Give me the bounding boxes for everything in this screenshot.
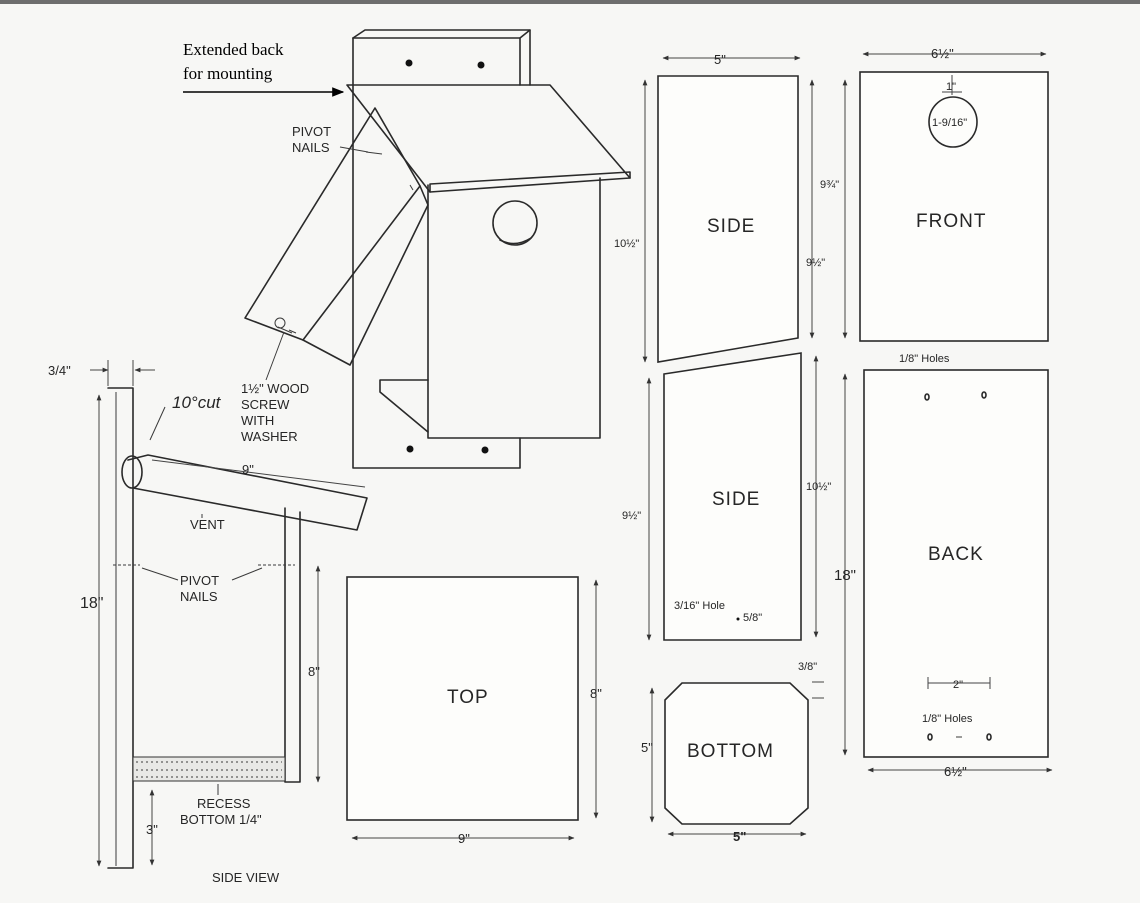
front-width-dim: 6½" [931, 46, 954, 61]
callout-line-1: Extended back [183, 40, 284, 59]
side1-left-dim: 10½" [614, 238, 639, 250]
screw-leader [265, 331, 285, 381]
top-panel-label: TOP [447, 687, 489, 708]
top-panel [346, 576, 599, 841]
back-panel-label: BACK [928, 544, 984, 565]
screw-label-4: WASHER [241, 429, 298, 444]
top-height-dim: 8" [590, 686, 602, 701]
side2-hole-label: 3/16" Hole [674, 600, 725, 612]
screw-label-3: WITH [241, 413, 274, 428]
side2-right-dim: 10½" [806, 481, 831, 493]
front-entrance-hole [928, 96, 978, 148]
recessed-bottom [132, 756, 286, 782]
back-height-dim: 18" [834, 567, 856, 584]
side1-label: SIDE [707, 216, 755, 237]
side-panels [642, 55, 848, 641]
screw-label-1: 1½" WOOD [241, 381, 309, 396]
top-width-dim: 9" [458, 831, 470, 846]
bottom-offset-dim: 3" [146, 822, 158, 837]
front-panel-label: FRONT [916, 211, 986, 232]
vent-cut [121, 455, 143, 489]
recess-label-2: BOTTOM 1/4" [180, 812, 262, 827]
vent-label: VENT [190, 517, 225, 532]
side-pivot-label-2: NAILS [180, 589, 218, 604]
side-pivot-label-1: PIVOT [180, 573, 219, 588]
bottom-panel [649, 681, 824, 837]
callout-line-2: for mounting [183, 64, 273, 83]
bottom-corner-dim: 3/8" [798, 661, 817, 673]
bottom-height-dim: 5" [641, 740, 653, 755]
cut-angle-label: 10°cut [172, 393, 222, 412]
back-hole-spacing: 2" [953, 679, 963, 691]
mounting-hole-top-right [477, 61, 485, 69]
back-width-dim: 6½" [944, 764, 967, 779]
entrance-hole [492, 200, 538, 246]
back-panel [842, 369, 1053, 773]
iso-pivot-leader [339, 146, 369, 153]
back-holes-bottom-label: 1/8" Holes [922, 713, 973, 725]
front-hole-diameter: 1-9/16" [932, 117, 967, 129]
side1-right-dim-a: 9¾" [820, 179, 839, 191]
side-height-dim: 18" [80, 595, 103, 612]
side2-hole-pos: 5/8" [743, 612, 762, 624]
screw-label-2: SCREW [241, 397, 290, 412]
recess-label-1: RECESS [197, 796, 251, 811]
iso-pivot-label-1: PIVOT [292, 124, 331, 139]
front-hole-offset: 1" [946, 81, 956, 93]
side-width-dim: 5" [714, 52, 726, 67]
side-thickness-dim: 3/4" [48, 363, 71, 378]
mounting-hole-bottom-left [406, 445, 414, 453]
side2-left-dim: 9½" [622, 510, 641, 522]
bottom-width-dim: 5" [733, 829, 746, 844]
top-border [0, 0, 1140, 4]
front-panel [859, 51, 1049, 342]
roof-length-dim: 9" [242, 462, 254, 477]
side-view-caption: SIDE VIEW [212, 870, 280, 885]
side-pivot-leaders [141, 567, 263, 581]
mounting-hole-top-left [405, 59, 413, 67]
mounting-hole-bottom-right [481, 446, 489, 454]
bottom-panel-label: BOTTOM [687, 741, 774, 762]
side1-right-dim-b: 9½" [806, 257, 825, 269]
inner-height-dim: 8" [308, 664, 320, 679]
side-view-drawing [90, 360, 368, 869]
iso-pivot-label-2: NAILS [292, 140, 330, 155]
back-holes-top-label: 1/8" Holes [899, 353, 950, 365]
side2-label: SIDE [712, 489, 760, 510]
isometric-birdhouse [244, 29, 631, 469]
